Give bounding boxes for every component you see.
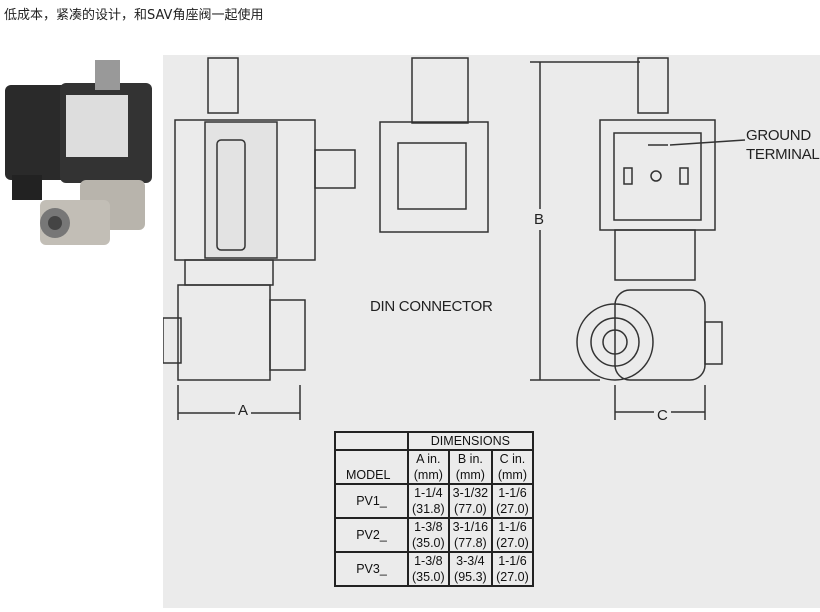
valve-line-drawing [162, 57, 746, 420]
dimension-a-label: A [235, 402, 251, 419]
caption: 低成本，紧凑的设计，和SAV角座阀一起使用 [4, 8, 264, 23]
dimension-c-label: C [654, 407, 671, 424]
din-connector-label: DIN CONNECTOR [370, 298, 493, 315]
table-row: PV3_ 1-3/8(35.0) 3-3/4(95.3) 1-1/6(27.0) [334, 551, 534, 587]
model-header: MODEL [334, 449, 409, 485]
col-header-a: A in.(mm) [407, 449, 450, 485]
dimensions-header: DIMENSIONS [407, 431, 534, 451]
product-photo [5, 60, 152, 245]
ground-label: GROUND [746, 127, 811, 144]
col-header-b: B in.(mm) [447, 449, 494, 485]
dimension-b-label: B [534, 209, 544, 230]
terminal-label: TERMINAL [746, 146, 820, 163]
table-row: PV1_ 1-1/4(31.8) 3-1/32(77.0) 1-1/6(27.0… [334, 483, 534, 519]
dimensions-table: DIMENSIONS MODEL A in.(mm) B in.(mm) C i… [334, 431, 534, 587]
col-header-c: C in.(mm) [491, 449, 534, 485]
table-row: PV2_ 1-3/8(35.0) 3-1/16(77.8) 1-1/6(27.0… [334, 517, 534, 553]
